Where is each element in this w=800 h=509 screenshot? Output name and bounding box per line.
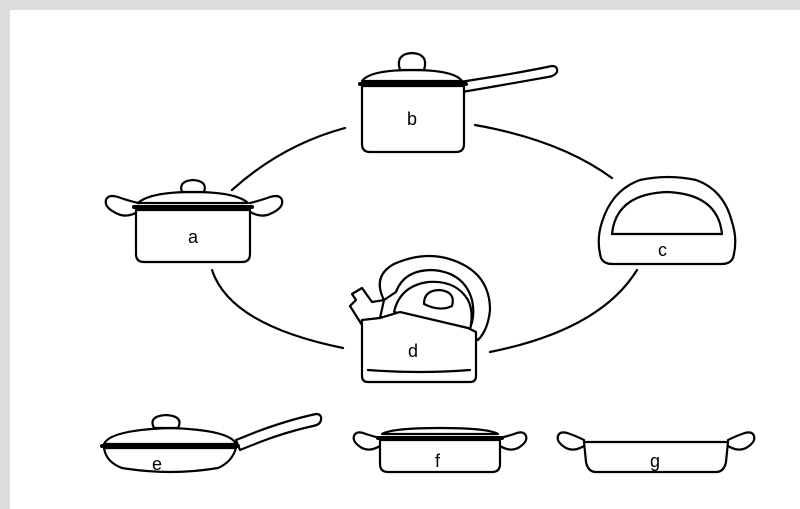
pot-f-body [378, 438, 502, 474]
kettle-d-body [360, 310, 478, 384]
kettle-d-handle [378, 254, 492, 342]
pot-f-lid [380, 426, 500, 436]
pot-a-handle-left [104, 194, 140, 217]
pot-a-lid [136, 190, 250, 205]
pan-e-body [102, 446, 238, 474]
kettle-d-lid-knob [422, 288, 454, 310]
pot-a-lid-knob [180, 178, 206, 194]
saucepan-b-lid [360, 68, 464, 83]
pan-e-handle [234, 412, 323, 452]
pan-e-lid-knob [151, 413, 181, 430]
pan-e-label: e [152, 454, 162, 474]
saucepan-b-label: b [407, 109, 417, 129]
pot-f-handle-left [352, 431, 382, 451]
pot-a-label: a [188, 227, 199, 247]
dish-g-handle-left [556, 431, 586, 451]
kettle-d-base-line [366, 368, 472, 374]
pot-a-body [134, 208, 252, 264]
arc-c-to-d [488, 268, 639, 354]
saucepan-b: b [358, 51, 559, 154]
kettle-d-spout [348, 286, 386, 327]
pot-a: a [104, 178, 284, 264]
arc-d-to-a [210, 268, 345, 350]
pan-e: e [100, 412, 323, 474]
dish-g-body [582, 440, 730, 474]
arc-b-to-c [473, 123, 614, 180]
pot-f-label: f [435, 451, 441, 471]
dish-g-label: g [650, 451, 660, 471]
saucepan-b-lid-knob [397, 51, 427, 72]
dish-g: g [556, 431, 756, 474]
container-c-inner [610, 190, 724, 236]
kettle-d: d [348, 254, 492, 384]
saucepan-b-handle [458, 64, 559, 94]
dish-g-handle-right [726, 431, 756, 451]
saucepan-b-body [360, 84, 466, 154]
arc-a-to-b [230, 126, 347, 192]
pot-a-handle-right [248, 194, 284, 217]
pot-f-handle-right [498, 431, 528, 451]
cycle-connectors [210, 123, 639, 354]
pan-e-lid [102, 426, 238, 446]
container-c: c [597, 175, 737, 266]
pot-f: f [352, 426, 528, 474]
kettle-d-label: d [408, 341, 418, 361]
container-c-label: c [658, 240, 667, 260]
